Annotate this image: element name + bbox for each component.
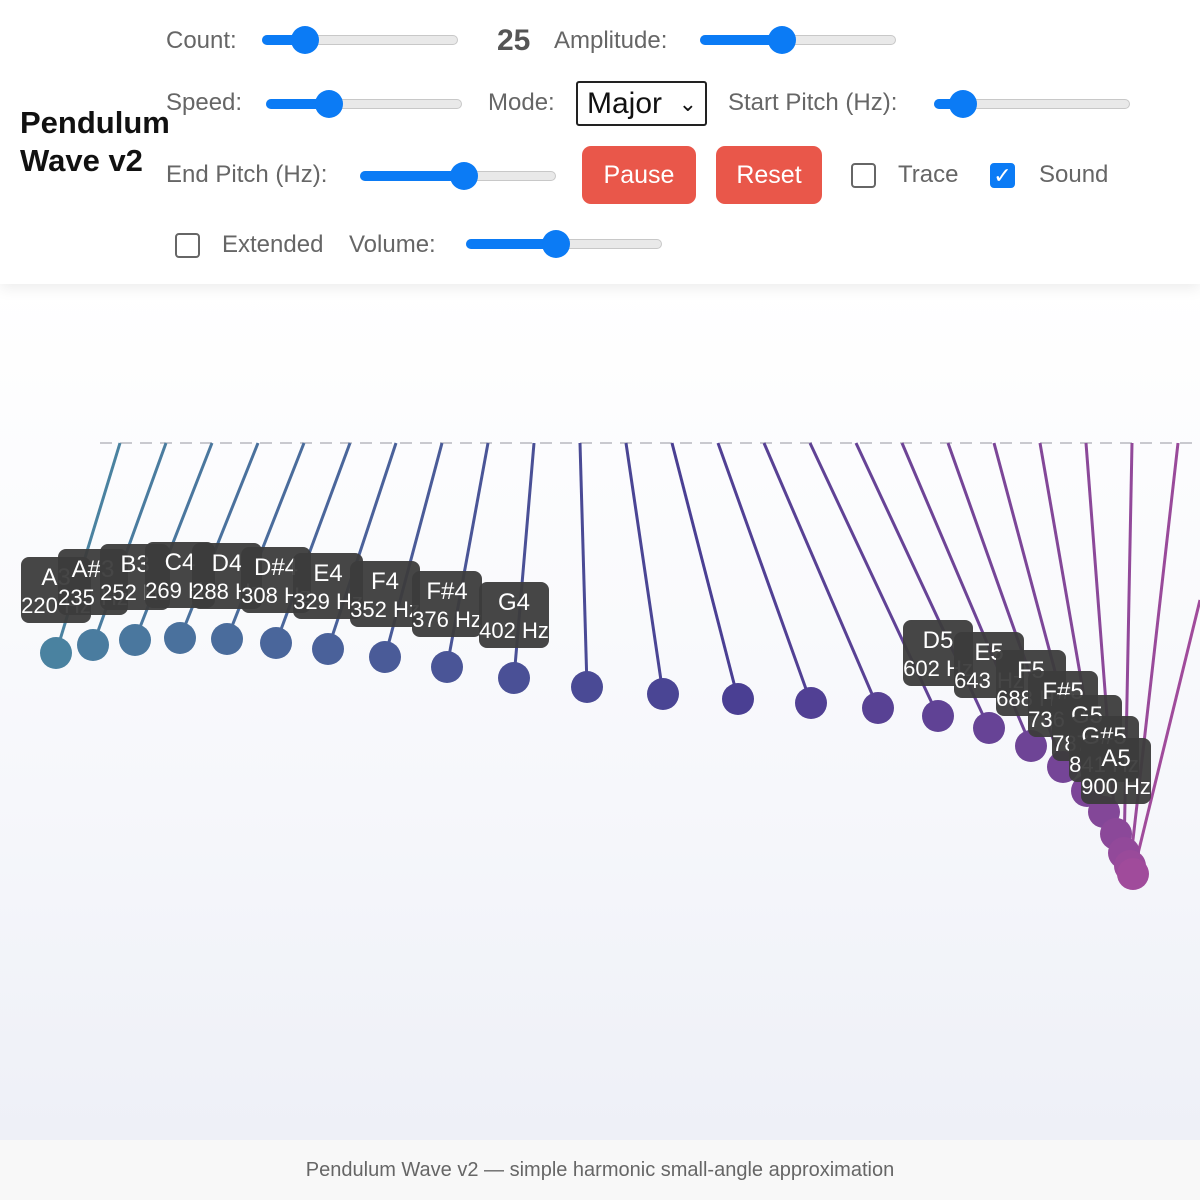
amplitude-label: Amplitude: <box>554 27 668 54</box>
pause-button[interactable]: Pause <box>582 146 696 204</box>
pendulum-string <box>578 442 589 688</box>
speed-label: Speed: <box>166 89 243 116</box>
pendulum-string <box>624 442 665 695</box>
pendulum-note: D#4 <box>254 554 298 581</box>
end-pitch-slider-thumb[interactable] <box>449 162 478 190</box>
pendulum-bob <box>312 633 344 665</box>
pendulum-note: A5 <box>1101 745 1130 772</box>
trace-label: Trace <box>898 161 959 188</box>
pendulum-note: F4 <box>371 568 399 595</box>
mode-selected-value: Major <box>587 87 663 120</box>
count-slider[interactable] <box>262 26 458 54</box>
pendulum-frequency: 376 Hz <box>412 607 482 632</box>
volume-slider[interactable] <box>466 230 662 258</box>
pendulum-note: D4 <box>212 550 243 577</box>
control-panel: Pendulum Wave v2 Count: 25 Amplitude: Sp… <box>0 0 1200 284</box>
amplitude-slider[interactable] <box>700 26 896 54</box>
count-value: 25 <box>497 24 531 57</box>
volume-label: Volume: <box>349 231 436 258</box>
pendulum-note: E4 <box>313 560 342 587</box>
checkmark-icon: ✓ <box>993 163 1012 188</box>
end-pitch-label: End Pitch (Hz): <box>166 161 328 188</box>
pendulum-string <box>1131 599 1200 875</box>
pendulum-bob <box>1117 858 1149 890</box>
pendulum-note: F#4 <box>426 578 467 605</box>
pendulum-string <box>133 442 214 641</box>
app-title: Pendulum Wave v2 <box>20 104 170 180</box>
pendulum-note: D5 <box>923 627 954 654</box>
speed-slider[interactable] <box>266 90 462 118</box>
chevron-down-icon: ⌄ <box>678 91 697 116</box>
pendulum-bob <box>119 624 151 656</box>
pendulum-label-box <box>479 582 549 648</box>
end-pitch-slider[interactable] <box>360 162 556 190</box>
pendulum-bob <box>369 641 401 673</box>
mode-select[interactable]: Major ⌄ <box>576 81 707 126</box>
trace-checkbox[interactable] <box>851 163 876 188</box>
title-line-1: Pendulum <box>20 105 170 140</box>
pendulum-bob <box>571 671 603 703</box>
count-label: Count: <box>166 27 237 54</box>
start-pitch-label: Start Pitch (Hz): <box>728 89 898 116</box>
pendulum-string <box>716 442 813 704</box>
pendulum-bob <box>1015 730 1047 762</box>
mode-label: Mode: <box>488 89 555 116</box>
speed-slider-thumb[interactable] <box>314 90 343 118</box>
pendulum-label-box <box>412 571 482 637</box>
pendulum-frequency: 402 Hz <box>479 618 549 643</box>
sound-checkbox[interactable]: ✓ <box>990 163 1015 188</box>
count-slider-thumb[interactable] <box>291 26 320 54</box>
start-pitch-slider-thumb[interactable] <box>949 90 978 118</box>
pendulum-bob <box>647 678 679 710</box>
pendulum-bob <box>260 627 292 659</box>
pendulum-bob <box>722 683 754 715</box>
pendulum-label-box <box>350 561 420 627</box>
pendulum-label-box <box>1081 738 1151 804</box>
pendulum-bob <box>77 629 109 661</box>
pendulum-bob <box>431 651 463 683</box>
pendulum-bob <box>795 687 827 719</box>
extended-checkbox[interactable] <box>175 233 200 258</box>
pendulum-note: G4 <box>498 589 530 616</box>
pendulum-bob <box>164 622 196 654</box>
pendulum-label-box <box>293 553 363 619</box>
pendulum-bob <box>922 700 954 732</box>
reset-button[interactable]: Reset <box>716 146 822 204</box>
pendulum-note: B3 <box>120 551 149 578</box>
pendulum-string <box>762 442 880 709</box>
pendulum-bob <box>498 662 530 694</box>
pendulum-bob <box>211 623 243 655</box>
footer-caption: Pendulum Wave v2 — simple harmonic small… <box>0 1140 1200 1200</box>
pendulum-frequency: 900 Hz <box>1081 774 1151 799</box>
pendulum-bob <box>40 637 72 669</box>
pendulum-note: C4 <box>165 549 196 576</box>
pendulum-bob <box>973 712 1005 744</box>
title-line-2: Wave v2 <box>20 143 143 178</box>
pendulum-frequency: 352 Hz <box>350 597 420 622</box>
extended-label: Extended <box>222 231 324 258</box>
amplitude-slider-thumb[interactable] <box>768 26 797 54</box>
sound-label: Sound <box>1039 161 1109 188</box>
start-pitch-slider[interactable] <box>934 90 1130 118</box>
volume-slider-thumb[interactable] <box>542 230 571 258</box>
pendulum-bob <box>862 692 894 724</box>
pendulum-string <box>670 442 740 700</box>
